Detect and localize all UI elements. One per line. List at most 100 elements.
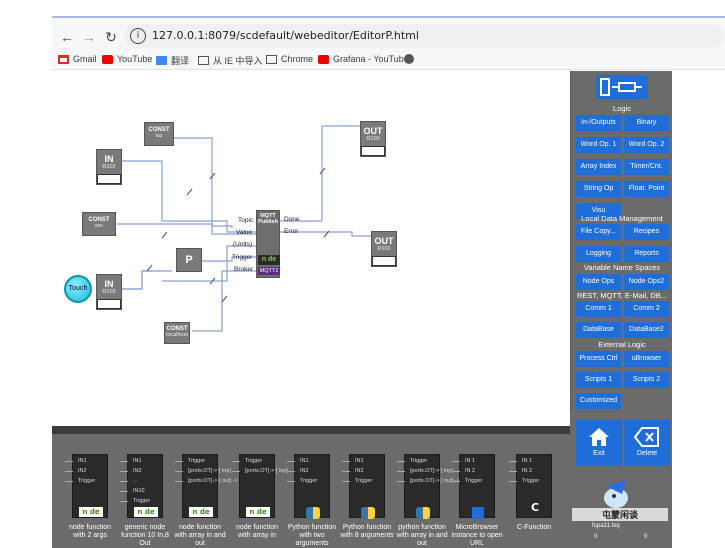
exit-button[interactable]: Exit	[576, 420, 622, 466]
palette-button-scripts-2[interactable]: Scripts 2	[624, 372, 669, 388]
address-bar[interactable]: i 127.0.0.1:8079/scdefault/webeditor/Edi…	[124, 24, 724, 48]
bookmark-translate[interactable]: 翻译	[156, 54, 189, 67]
const-node-top[interactable]: CONST laz	[144, 122, 174, 146]
file-name: fupa11.txq	[592, 523, 620, 529]
youtube-icon	[102, 54, 113, 64]
section-title-1: Local Data Management	[581, 214, 663, 223]
palette-button-comm-1[interactable]: Comm 1	[576, 301, 621, 317]
c-language-icon: C	[530, 501, 540, 514]
section-title-4: External Logic	[598, 340, 646, 349]
output-node-r100[interactable]: OUT R100	[360, 121, 386, 157]
pin-label: Trigger	[78, 478, 96, 484]
template-block[interactable]: Trigger[ports.OT]-> [ inp][ports.OT]-> […	[397, 454, 460, 519]
bookmark-chrome[interactable]: Chrome	[266, 54, 313, 64]
mascot-image	[596, 476, 636, 512]
python-icon	[361, 507, 375, 519]
pin-line	[120, 461, 128, 462]
palette-button-in-outputs[interactable]: In-/Outputs	[576, 115, 621, 131]
pin-label: ...	[133, 478, 138, 484]
input-node-r103[interactable]: IN R103	[96, 274, 122, 310]
const-node-bottom[interactable]: CONST localhost	[164, 322, 190, 344]
palette-button-logging[interactable]: Logging	[576, 246, 621, 262]
palette-button-comm-2[interactable]: Comm 2	[624, 301, 669, 317]
pin-line	[509, 461, 517, 462]
bookmark-ie-import[interactable]: 从 IE 中导入	[198, 54, 263, 67]
template-label: Python function with 8 arguments	[340, 524, 394, 539]
folder-icon	[198, 56, 209, 65]
pin-label: [ports.OT]-> [ out] ->	[188, 478, 238, 484]
palette-button-reports[interactable]: Reports	[624, 246, 669, 262]
pin-line	[287, 481, 295, 482]
template-label: node function with array in	[235, 524, 279, 539]
pin-label: IN2	[300, 468, 309, 474]
palette-button-database[interactable]: DataBase	[576, 322, 621, 338]
forward-icon[interactable]: →	[82, 29, 96, 45]
palette-button-binary[interactable]: Binary	[624, 115, 669, 131]
pin-line	[397, 471, 405, 472]
pin-line	[175, 471, 183, 472]
node-js-icon: n de	[189, 507, 213, 517]
node-js-icon: n de	[134, 507, 158, 517]
url-text[interactable]: 127.0.0.1:8079/scdefault/webeditor/Edito…	[152, 29, 419, 42]
pin-line	[65, 471, 73, 472]
pin-line	[509, 481, 517, 482]
palette-button-word-op-2[interactable]: Word Op. 2	[624, 137, 669, 153]
template-block[interactable]: Trigger[ports.OT]-> [ inp][ports.OT]-> […	[175, 454, 238, 518]
site-info-icon[interactable]: i	[130, 28, 146, 44]
pin-label: IN1	[355, 458, 364, 464]
const-node-mid[interactable]: CONST sec	[82, 212, 116, 236]
bookmark-globe[interactable]	[404, 54, 414, 64]
palette-button-node-ops2[interactable]: Node Ops2	[624, 274, 669, 290]
reload-icon[interactable]: ↻	[105, 29, 117, 45]
section-title-0: Logic	[613, 104, 631, 113]
palette-button-scripts-1[interactable]: Scripts 1	[576, 372, 621, 388]
wire-layer	[117, 125, 372, 332]
input-node-r102[interactable]: IN R102	[96, 149, 122, 185]
mqtt-publish-node[interactable]: MQTT Publish n de MQTT2	[256, 210, 280, 278]
output-node-r101[interactable]: OUT R101	[371, 231, 397, 267]
palette-button-visu[interactable]: Visu	[576, 203, 621, 219]
browser-toolbar: ← → ↻ i 127.0.0.1:8079/scdefault/webedit…	[52, 18, 725, 70]
palette-button-word-op-1[interactable]: Word Op. 1	[576, 137, 621, 153]
template-block[interactable]: Trigger[ports.OT]-> [ inp]n de	[232, 454, 288, 518]
bookmark-youtube[interactable]: YouTube	[102, 54, 152, 64]
back-icon[interactable]: ←	[60, 29, 74, 45]
mqtt-badge: MQTT2	[258, 267, 280, 275]
pin-label: Trigger	[410, 458, 428, 464]
node-js-icon: n de	[79, 507, 103, 517]
bookmark-gmail[interactable]: Gmail	[58, 54, 97, 64]
pin-label-units: (Units)	[233, 241, 253, 248]
p-node[interactable]: P	[176, 248, 202, 272]
delete-button[interactable]: Delete	[624, 420, 670, 466]
value-box	[372, 256, 396, 266]
palette-button-file-copy[interactable]: File Copy...	[576, 224, 621, 240]
palette-button-ubrowser[interactable]: uBrowser	[624, 351, 669, 367]
python-icon	[416, 507, 430, 519]
bookmark-grafana[interactable]: Grafana - YouTube	[318, 54, 409, 64]
editor-canvas[interactable]: CONST laz IN R102 CONST sec IN R103 P MQ…	[52, 71, 572, 424]
palette-button-process-ctrl[interactable]: Process Ctrl	[576, 351, 621, 367]
palette-button-string-op[interactable]: String Op	[576, 181, 621, 197]
pin-label: IN 2	[465, 468, 476, 474]
palette-button-node-ops[interactable]: Node Ops	[576, 274, 621, 290]
palette-button-customized[interactable]: Customized	[576, 393, 621, 409]
palette-button-float-point[interactable]: Float. Point	[624, 181, 669, 197]
pin-line	[452, 461, 460, 462]
palette-button-timer-cnt[interactable]: Timer/Cnt.	[624, 159, 669, 175]
palette-button-recipes[interactable]: Recipes	[624, 224, 669, 240]
pin-label-value: Value	[236, 229, 253, 236]
pin-label: IN2	[355, 468, 364, 474]
palette-button-array-index[interactable]: Array Index	[576, 159, 621, 175]
right-bottom-panel: Exit Delete 屯蒙闲谈 fupa11.txq 0 0	[570, 412, 672, 548]
template-label: MicroBrowser instance to open URL	[451, 524, 503, 547]
pin-line	[287, 461, 295, 462]
palette-button-database2[interactable]: DataBase2	[624, 322, 669, 338]
pin-line	[120, 471, 128, 472]
touch-button[interactable]: Touch	[64, 275, 92, 303]
